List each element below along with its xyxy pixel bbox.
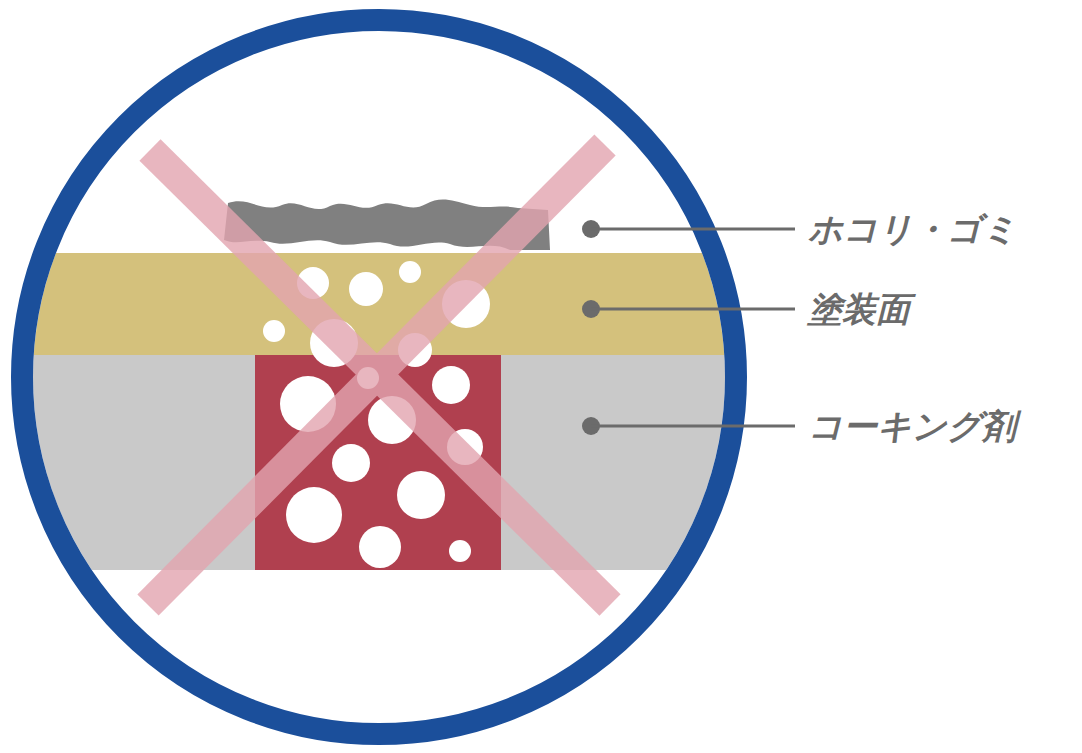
leader-lines bbox=[582, 220, 795, 435]
layer-label: 塗装面 bbox=[808, 292, 910, 326]
layer-label: コーキング剤 bbox=[808, 409, 1016, 443]
cross-mark bbox=[148, 145, 610, 605]
paint-layer bbox=[0, 253, 760, 355]
magnifier-circle bbox=[22, 20, 736, 734]
layer-label: ホコリ・ゴミ bbox=[808, 212, 1017, 246]
layers bbox=[0, 253, 760, 570]
